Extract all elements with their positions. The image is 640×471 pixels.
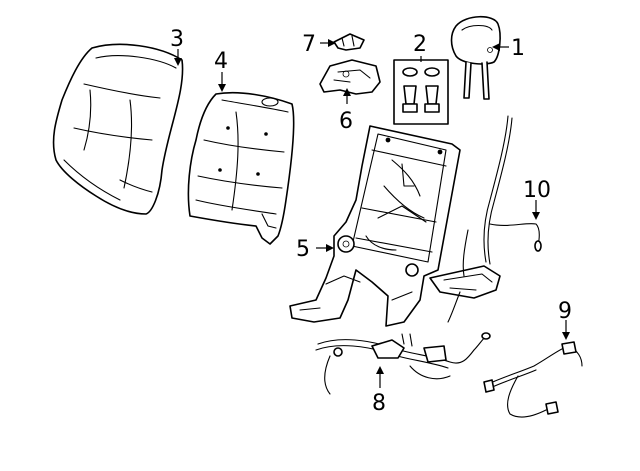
callout-label-4: 4: [214, 49, 228, 74]
callout-10: 10: [523, 178, 551, 220]
callout-label-5: 5: [296, 237, 310, 262]
callout-label-6: 6: [339, 109, 353, 134]
callout-label-10: 10: [523, 178, 551, 203]
callout-label-7: 7: [302, 32, 316, 57]
part-release-cable-module: [429, 115, 542, 323]
callout-3: 3: [170, 27, 184, 66]
callout-8: 8: [372, 366, 386, 416]
part-headrest-guides: [393, 59, 449, 125]
callout-2: 2: [413, 32, 427, 62]
callout-label-8: 8: [372, 391, 386, 416]
callout-5: 5: [296, 237, 334, 262]
callout-6: 6: [339, 88, 353, 134]
callout-label-3: 3: [170, 27, 184, 52]
callout-label-1: 1: [511, 36, 525, 61]
callout-1: 1: [492, 36, 525, 61]
callout-9: 9: [558, 299, 572, 340]
part-headrest: [450, 15, 501, 100]
part-seat-back-cover: [52, 43, 184, 215]
callout-label-9: 9: [558, 299, 572, 324]
part-wire-harness-small: [483, 341, 583, 418]
part-clip: [333, 33, 365, 51]
part-bracket: [319, 59, 381, 95]
part-seat-back-frame: [289, 125, 461, 327]
callout-7: 7: [302, 32, 336, 57]
part-seat-back-pad: [187, 91, 295, 245]
part-wire-harness: [315, 332, 491, 395]
callout-4: 4: [214, 49, 228, 92]
callout-label-2: 2: [413, 32, 427, 57]
